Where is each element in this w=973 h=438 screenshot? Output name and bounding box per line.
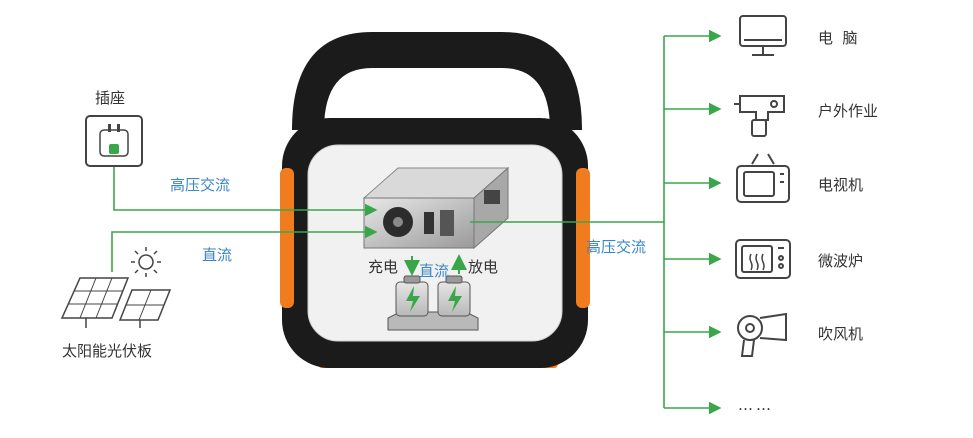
solar-panel-icon xyxy=(60,247,172,328)
discharge-label: 放电 xyxy=(468,258,499,276)
hair-dryer-icon xyxy=(737,312,787,357)
ac-input-line xyxy=(113,154,378,217)
output-label-computer: 电 脑 xyxy=(818,29,858,47)
solar-label: 太阳能光伏板 xyxy=(62,342,153,360)
output-label-hair-dryer: 吹风机 xyxy=(818,325,864,343)
output-label-outdoor-work: 户外作业 xyxy=(818,102,879,120)
output-label-microwave: 微波炉 xyxy=(818,252,864,270)
grip-right xyxy=(576,168,590,308)
battery-pack-icon xyxy=(387,275,479,331)
monitor-icon xyxy=(739,15,787,56)
dc-input-line xyxy=(111,225,378,272)
socket-label: 插座 xyxy=(95,89,126,107)
dc-internal-label: 直流 xyxy=(419,262,450,280)
tv-icon xyxy=(736,153,790,203)
inverter-module-icon xyxy=(362,166,510,250)
output-label-tv: 电视机 xyxy=(818,176,864,194)
wall-socket-icon xyxy=(85,115,143,167)
microwave-icon xyxy=(735,239,791,279)
power-drill-icon xyxy=(734,95,785,137)
grip-left xyxy=(280,168,294,308)
dc-input-label: 直流 xyxy=(202,246,233,264)
ac-output-label: 高压交流 xyxy=(586,238,647,256)
handle xyxy=(292,32,582,130)
charge-label: 充电 xyxy=(368,258,399,276)
output-label-more: …… xyxy=(738,396,774,414)
output-branches xyxy=(664,29,722,415)
ac-input-label: 高压交流 xyxy=(170,176,231,194)
